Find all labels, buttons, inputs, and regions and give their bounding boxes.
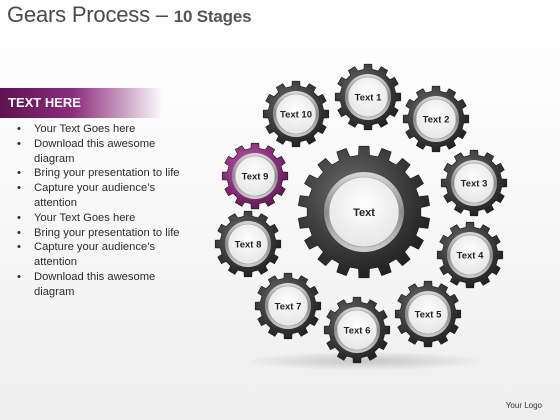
text-here-banner: TEXT HERE bbox=[0, 88, 162, 118]
stage-gear-1-hub bbox=[347, 76, 389, 118]
stage-gear-3: Text 3 bbox=[440, 149, 508, 217]
center-gear-hub bbox=[328, 176, 400, 248]
title-main: Gears Process – bbox=[7, 2, 168, 27]
stage-gear-5-label: Text 5 bbox=[415, 309, 442, 320]
stage-gear-3-label: Text 3 bbox=[461, 178, 488, 189]
bullet-list: Your Text Goes hereDownload this awesome… bbox=[17, 122, 182, 300]
bullet-item: Download this awesome diagram bbox=[17, 137, 182, 167]
ground-shadow bbox=[250, 352, 480, 370]
bullet-item: Download this awesome diagram bbox=[17, 270, 182, 300]
center-gear-label: Text bbox=[353, 207, 375, 219]
center-gear: Text bbox=[297, 145, 431, 279]
stage-gear-8-hub bbox=[227, 223, 269, 265]
page-title: Gears Process – 10 Stages bbox=[7, 2, 252, 28]
bullet-item: Bring your presentation to life bbox=[17, 226, 182, 241]
stage-gear-4-label: Text 4 bbox=[457, 250, 484, 261]
footer-logo: Your Logo bbox=[505, 401, 542, 410]
stage-gear-9: Text 9 bbox=[221, 142, 289, 210]
stage-gear-7-hub bbox=[267, 285, 309, 327]
bullet-item: Capture your audience’s attention bbox=[17, 240, 182, 270]
bullet-item: Your Text Goes here bbox=[17, 211, 182, 226]
bullet-item: Your Text Goes here bbox=[17, 122, 182, 137]
title-sub: 10 Stages bbox=[173, 7, 252, 26]
bullet-item: Bring your presentation to life bbox=[17, 166, 182, 181]
bullet-item: Capture your audience’s attention bbox=[17, 181, 182, 211]
stage-gear-1: Text 1 bbox=[334, 63, 402, 131]
stage-gear-5-hub bbox=[407, 293, 449, 335]
stage-gear-10: Text 10 bbox=[262, 80, 330, 148]
stage-gear-4-hub bbox=[449, 234, 491, 276]
stage-gear-6-label: Text 6 bbox=[344, 325, 371, 336]
stage-gear-1-label: Text 1 bbox=[355, 92, 382, 103]
banner-label: TEXT HERE bbox=[8, 95, 81, 110]
stage-gear-2: Text 2 bbox=[402, 85, 470, 153]
stage-gear-6: Text 6 bbox=[323, 296, 391, 364]
stage-gear-2-hub bbox=[415, 98, 457, 140]
stage-gear-9-label: Text 9 bbox=[242, 171, 269, 182]
stage-gear-8: Text 8 bbox=[214, 210, 282, 278]
stage-gear-9-hub bbox=[234, 155, 276, 197]
stage-gear-10-hub bbox=[275, 93, 317, 135]
stage-gear-3-hub bbox=[453, 162, 495, 204]
stage-gear-4: Text 4 bbox=[436, 221, 504, 289]
stage-gear-5: Text 5 bbox=[394, 280, 462, 348]
stage-gear-7-label: Text 7 bbox=[275, 301, 302, 312]
stage-gear-2-label: Text 2 bbox=[423, 114, 450, 125]
stage-gear-10-label: Text 10 bbox=[280, 109, 312, 120]
stage-gear-7: Text 7 bbox=[254, 272, 322, 340]
stage-gear-6-hub bbox=[336, 309, 378, 351]
stage-gear-8-label: Text 8 bbox=[235, 239, 262, 250]
